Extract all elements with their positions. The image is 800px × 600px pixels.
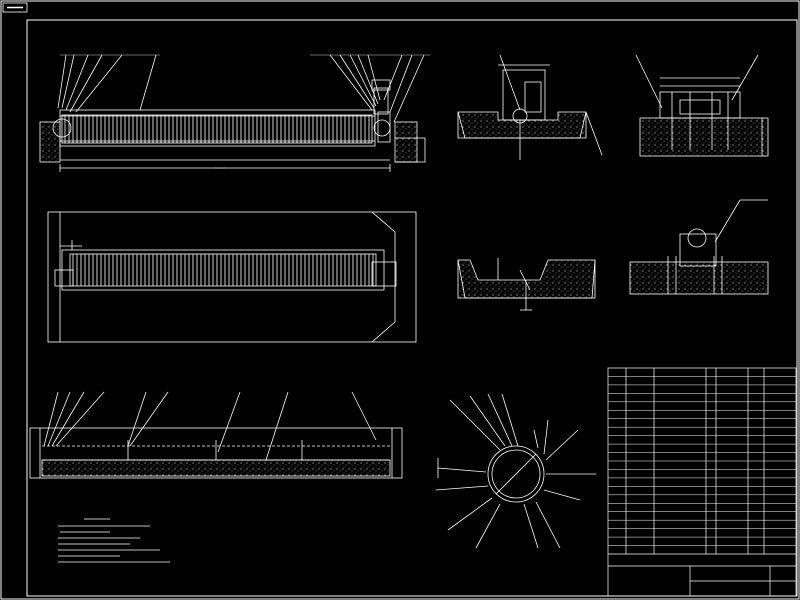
inner-frame bbox=[26, 19, 798, 597]
drum-detail-view bbox=[435, 393, 596, 549]
plan-view bbox=[47, 211, 417, 343]
sheet-tag-box bbox=[2, 2, 28, 13]
section-view-a bbox=[457, 54, 603, 160]
section-view-b bbox=[635, 54, 769, 157]
technical-notes bbox=[58, 518, 170, 563]
parts-list-table bbox=[607, 367, 797, 597]
elevation-view bbox=[39, 54, 430, 172]
section-view-c bbox=[457, 258, 596, 311]
long-section-view bbox=[29, 391, 403, 479]
parts-list-rows bbox=[608, 376, 796, 546]
section-view-d bbox=[629, 199, 769, 295]
